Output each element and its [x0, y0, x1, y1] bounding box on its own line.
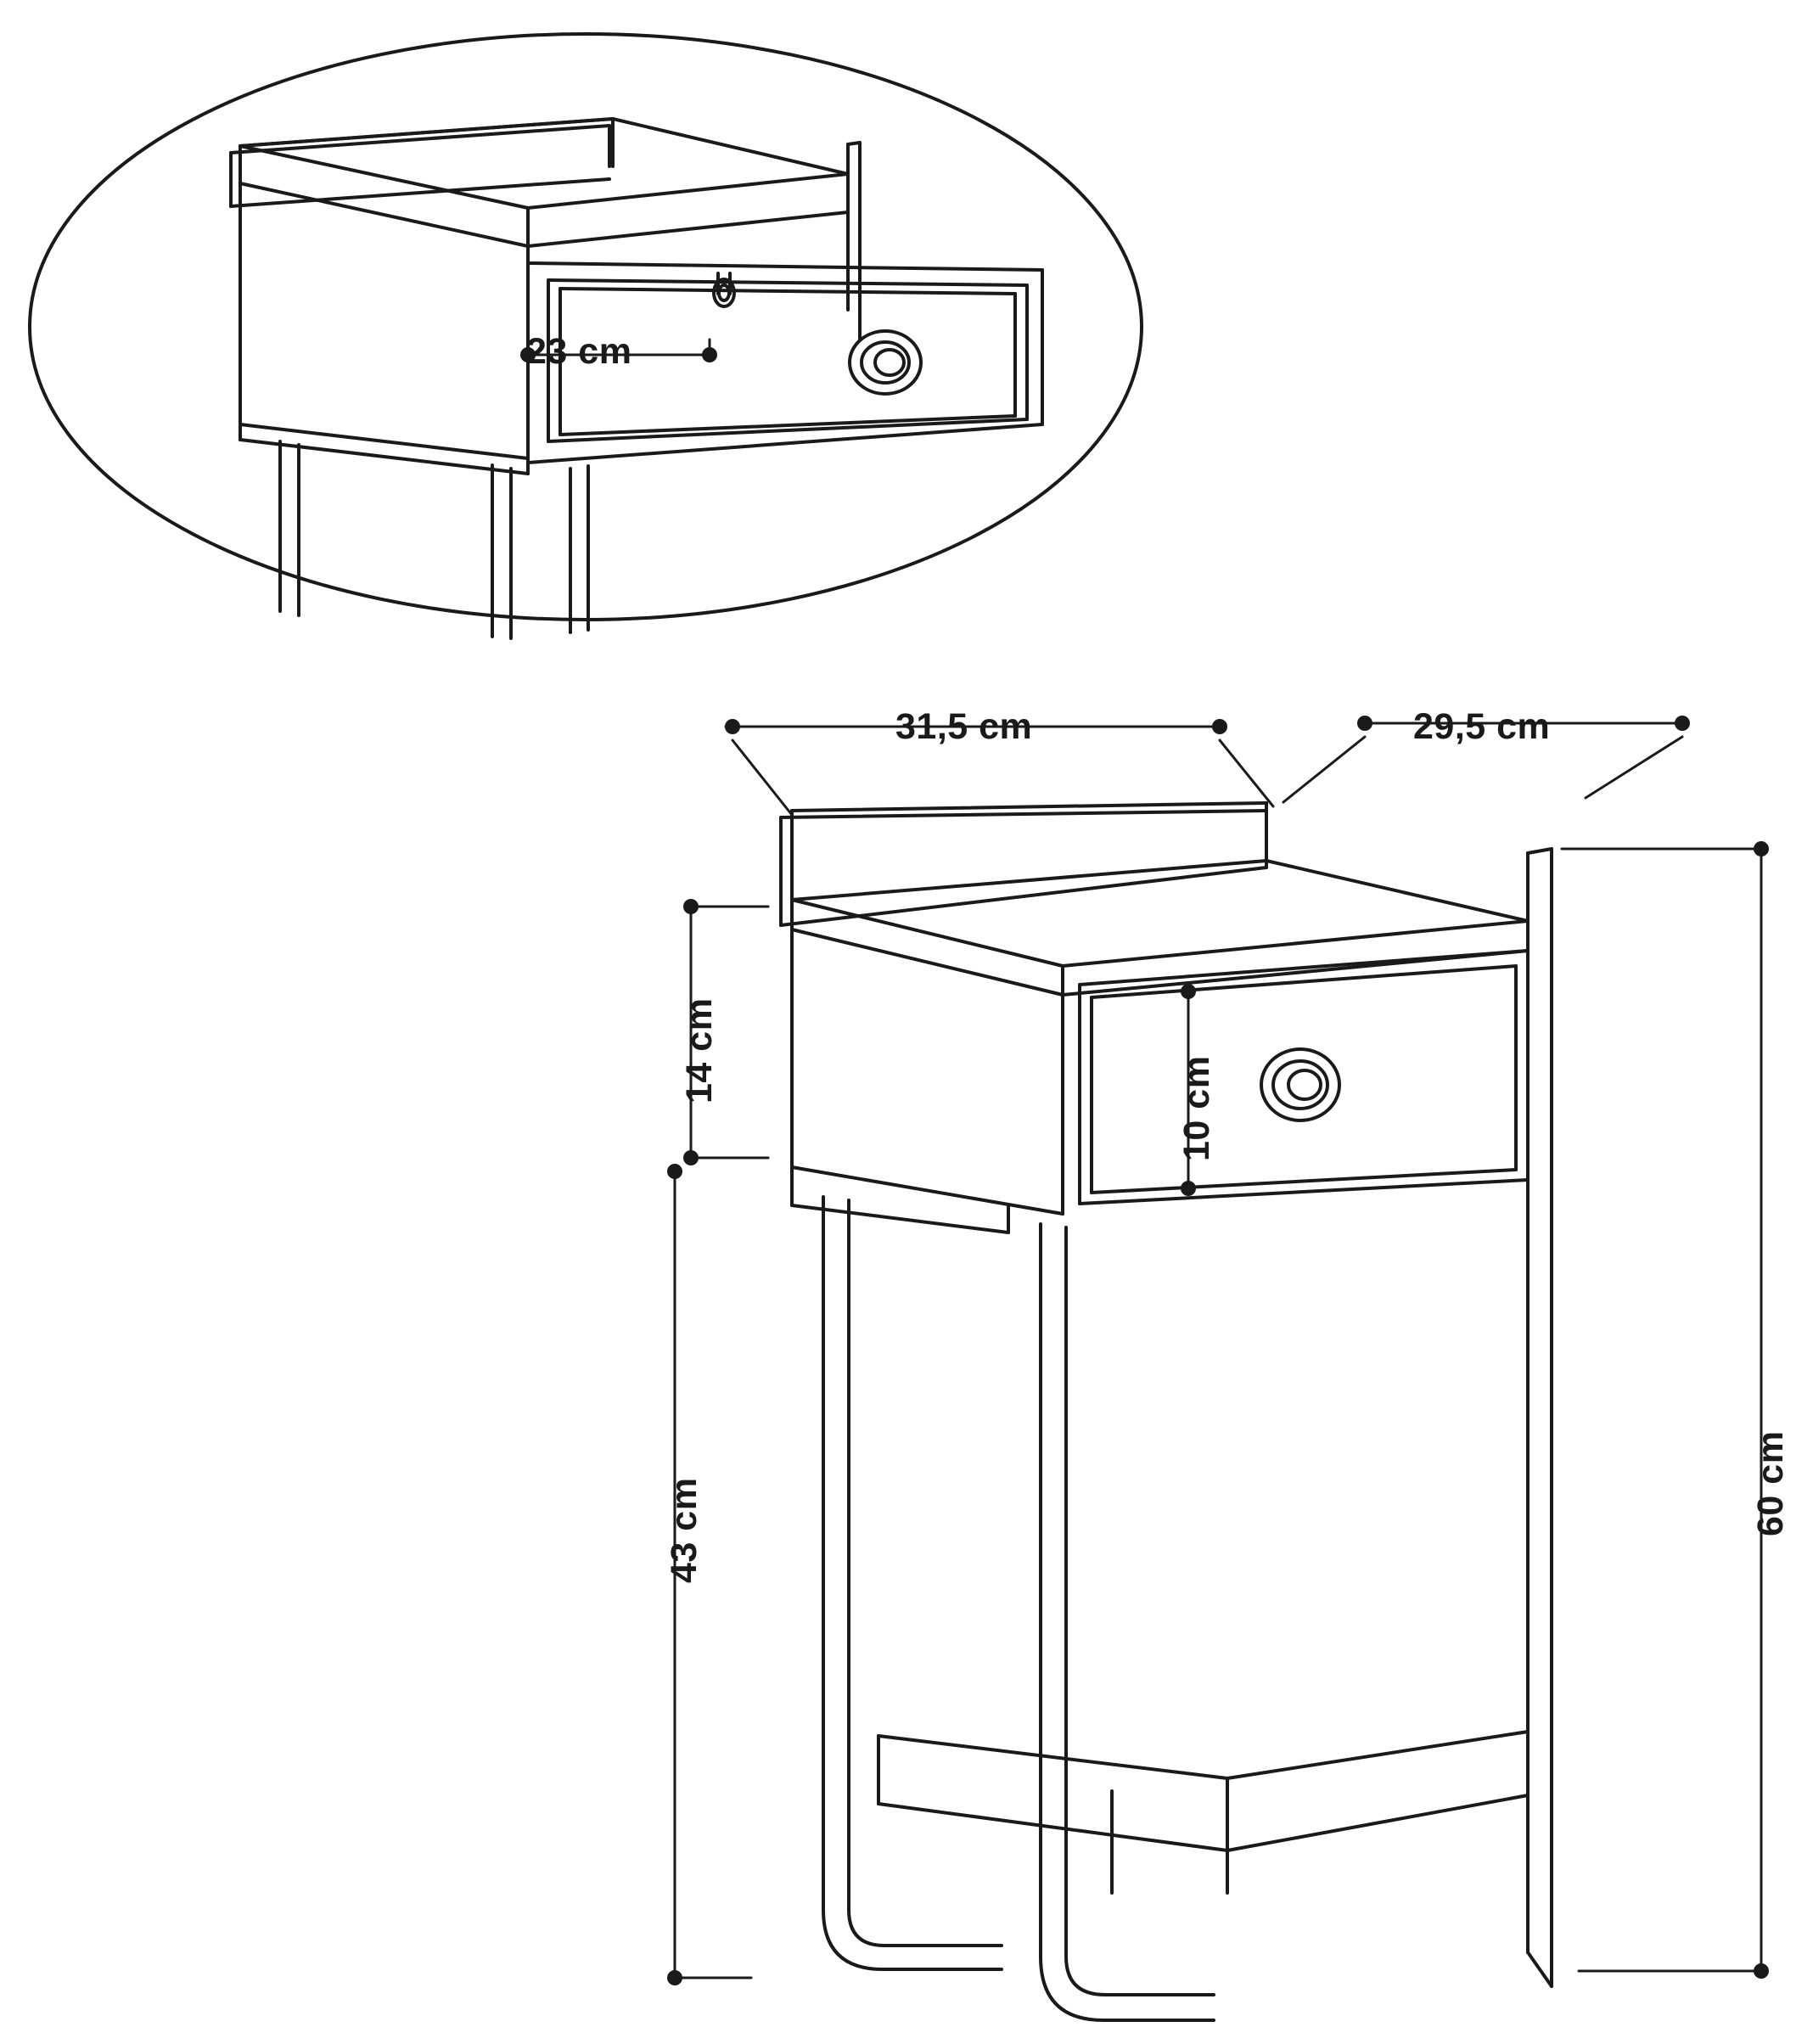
dimension-leg-height [667, 1164, 753, 1985]
dimension-total-height [1560, 841, 1769, 1979]
dimension-drawer-depth [520, 278, 717, 362]
dimension-label-drawer-front-height: 10 cm [1176, 1055, 1217, 1161]
dimension-label-depth: 29,5 cm [1413, 706, 1551, 747]
dimension-depth [1282, 716, 1690, 804]
dimension-label-top-section-height: 14 cm [679, 997, 720, 1103]
dimension-label-width: 31,5 cm [895, 706, 1033, 747]
dimension-drawer-front-height [1181, 984, 1196, 1196]
detail-callout-ellipse [28, 32, 1143, 621]
dimension-width [724, 719, 1275, 817]
dimension-label-leg-height: 43 cm [664, 1477, 704, 1583]
dimension-label-drawer-depth: 23 cm [526, 331, 632, 372]
main-nightstand-illustration [779, 801, 1553, 2022]
dimension-top-section-height [683, 899, 770, 1165]
dimension-label-total-height: 60 cm [1750, 1430, 1791, 1536]
